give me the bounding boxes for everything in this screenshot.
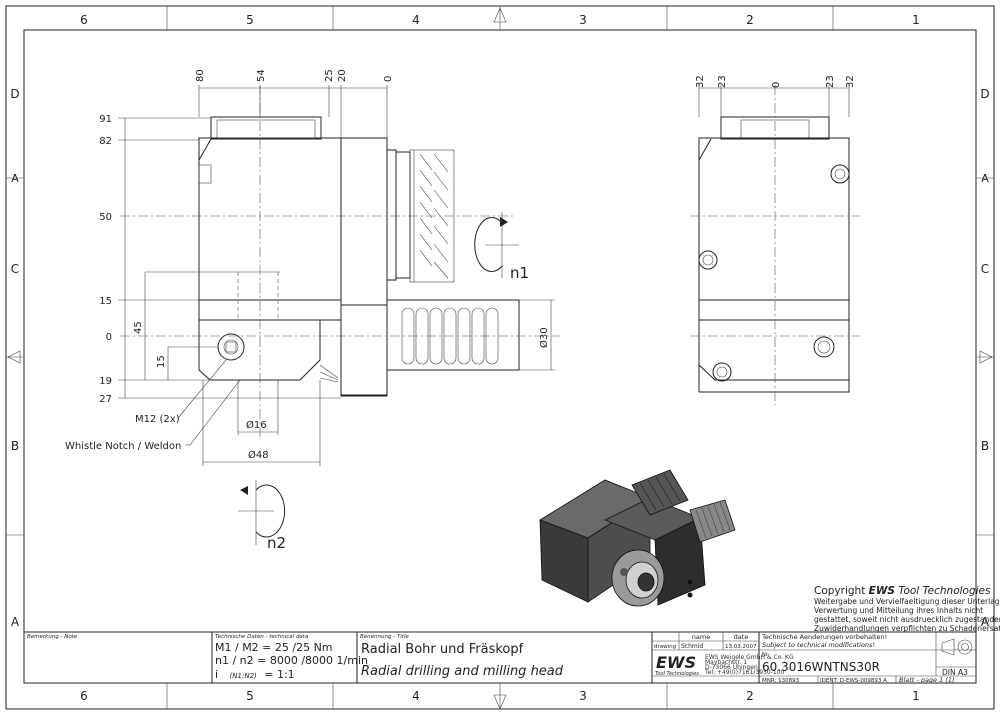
dim-label: Ø48 [248, 449, 269, 461]
dim-label: 15 [99, 296, 112, 307]
col-date: date [734, 633, 749, 641]
col-label: 5 [246, 13, 254, 27]
row-label: C [11, 262, 19, 276]
row-drawing: drawing [654, 644, 676, 650]
dim-label: 20 [337, 69, 348, 82]
row-label: A [981, 615, 990, 629]
title-block: Bemerkung - Note Technische Daten - tech… [23, 631, 977, 684]
note-label: Bemerkung - Note [27, 634, 78, 640]
sheet-number: Blatt - page 1 (1) [899, 676, 955, 684]
title-german: Radial Bohr und Fräskopf [361, 642, 524, 657]
copyright-line: Verwertung und Mitteilung ihres Inhalts … [814, 606, 983, 615]
copyright-prefix: Copyright [814, 585, 869, 597]
ratio-value: = 1:1 [264, 668, 294, 681]
drawn-date: 13.03.2007 [725, 644, 757, 650]
dim-label: 0 [383, 76, 394, 82]
svg-text:A: A [981, 172, 989, 185]
dim-label: Ø16 [246, 419, 267, 431]
dim-label: 82 [99, 136, 112, 147]
col-name: name [692, 633, 710, 641]
ident: IDENT: D-EWS-009893 A [820, 678, 887, 684]
tech-data-line: n1 / n2 = 8000 /8000 1/min [215, 654, 368, 667]
dim-label: 50 [99, 212, 112, 223]
svg-text:A: A [11, 172, 19, 185]
copyright-line: Weitergabe und Vervielfaeltigung dieser … [814, 597, 1000, 606]
company-line: Maybachstr. 1 [705, 659, 747, 666]
copyright-line: Zuwiderhandlungen verpflichten zu Schade… [814, 624, 1000, 633]
col-label: 3 [579, 13, 587, 27]
col-label: 1 [912, 13, 920, 27]
dim-label: 25 [324, 69, 335, 82]
n2-label: n2 [267, 534, 286, 552]
change-note-en: Subject to technical modifications! [762, 641, 875, 649]
isometric-render [539, 469, 736, 607]
company-line: D-73066 Uhingen [705, 664, 758, 671]
svg-text:Copyright EWS Tool Technologie: Copyright EWS Tool Technologies [814, 585, 991, 597]
svg-text:i (N1:N2) = 1:1: i (N1:N2) = 1:1 [215, 668, 295, 681]
rotation-symbol-n2: n2 [238, 480, 286, 552]
copyright-notice: Copyright EWS Tool Technologies Weiterga… [814, 585, 1000, 633]
col-label: 5 [246, 689, 254, 703]
tech-data-line: M1 / M2 = 25 /25 Nm [215, 641, 333, 654]
projection-symbol [941, 638, 973, 656]
dim-label: 0 [771, 82, 782, 88]
ews-logo-sub: Tool Technologies [655, 671, 699, 677]
dim-label: 91 [99, 114, 112, 125]
mnr: MNR: 130893 [762, 678, 800, 684]
callout-whistle-notch: Whistle Notch / Weldon [65, 441, 181, 452]
rotation-symbol-n1: n1 [474, 212, 529, 282]
row-label: B [981, 439, 989, 453]
change-note-de: Technische Aenderungen vorbehalten! [761, 633, 887, 641]
n1-label: n1 [510, 264, 529, 282]
front-view [118, 85, 560, 466]
dim-label: 80 [195, 69, 206, 82]
dim-label: 32 [695, 75, 706, 88]
col-label: 4 [412, 689, 420, 703]
col-label: 6 [80, 13, 88, 27]
col-label: 6 [80, 689, 88, 703]
row-label: B [11, 439, 19, 453]
col-label: 3 [579, 689, 587, 703]
col-label: 1 [912, 689, 920, 703]
ews-logo: EWS [656, 653, 696, 672]
title-english: Radial drilling and milling head [361, 664, 564, 679]
ratio-note: (N1:N2) [230, 672, 257, 680]
title-label: Benennung - Title [360, 634, 410, 640]
company-line: EWS Weigele GmbH & Co. KG [705, 654, 794, 661]
dim-label: Ø30 [538, 327, 550, 348]
ratio-symbol: i [215, 668, 218, 681]
dim-label: 32 [845, 75, 856, 88]
part-number: 60.3016WNTNS30R [762, 660, 880, 674]
dim-label: 54 [256, 69, 267, 82]
row-label: D [10, 87, 19, 101]
dim-label: 19 [99, 376, 112, 387]
col-label: 2 [746, 13, 754, 27]
dim-label: 0 [106, 332, 112, 343]
frame-labels: 6 5 4 3 2 1 6 5 4 3 2 1 D C B A D C B A … [10, 13, 990, 703]
row-label: A [11, 615, 20, 629]
dim-label: 27 [99, 394, 112, 405]
dim-label: 45 [133, 321, 144, 334]
callout-m12: M12 (2x) [135, 414, 180, 425]
dim-label: 23 [717, 75, 728, 88]
row-label: D [980, 87, 989, 101]
format-label: DIN A3 [942, 668, 968, 677]
row-label: C [981, 262, 989, 276]
side-view [690, 85, 860, 405]
dim-label: 23 [825, 75, 836, 88]
drawn-by: Schmid [681, 643, 703, 650]
copyright-suffix: Tool Technologies [895, 585, 991, 597]
col-label: 2 [746, 689, 754, 703]
col-label: 4 [412, 13, 420, 27]
copyright-line: gestattet, soweit nicht ausdruecklich zu… [814, 615, 1000, 624]
dim-label: 15 [156, 355, 167, 368]
copyright-brand: EWS [869, 585, 895, 597]
nr-label: Nr. [762, 652, 769, 658]
tech-data-label: Technische Daten - technical data [215, 634, 309, 640]
company-line: Tel: +49(0)7161/3930-100 [704, 669, 784, 676]
